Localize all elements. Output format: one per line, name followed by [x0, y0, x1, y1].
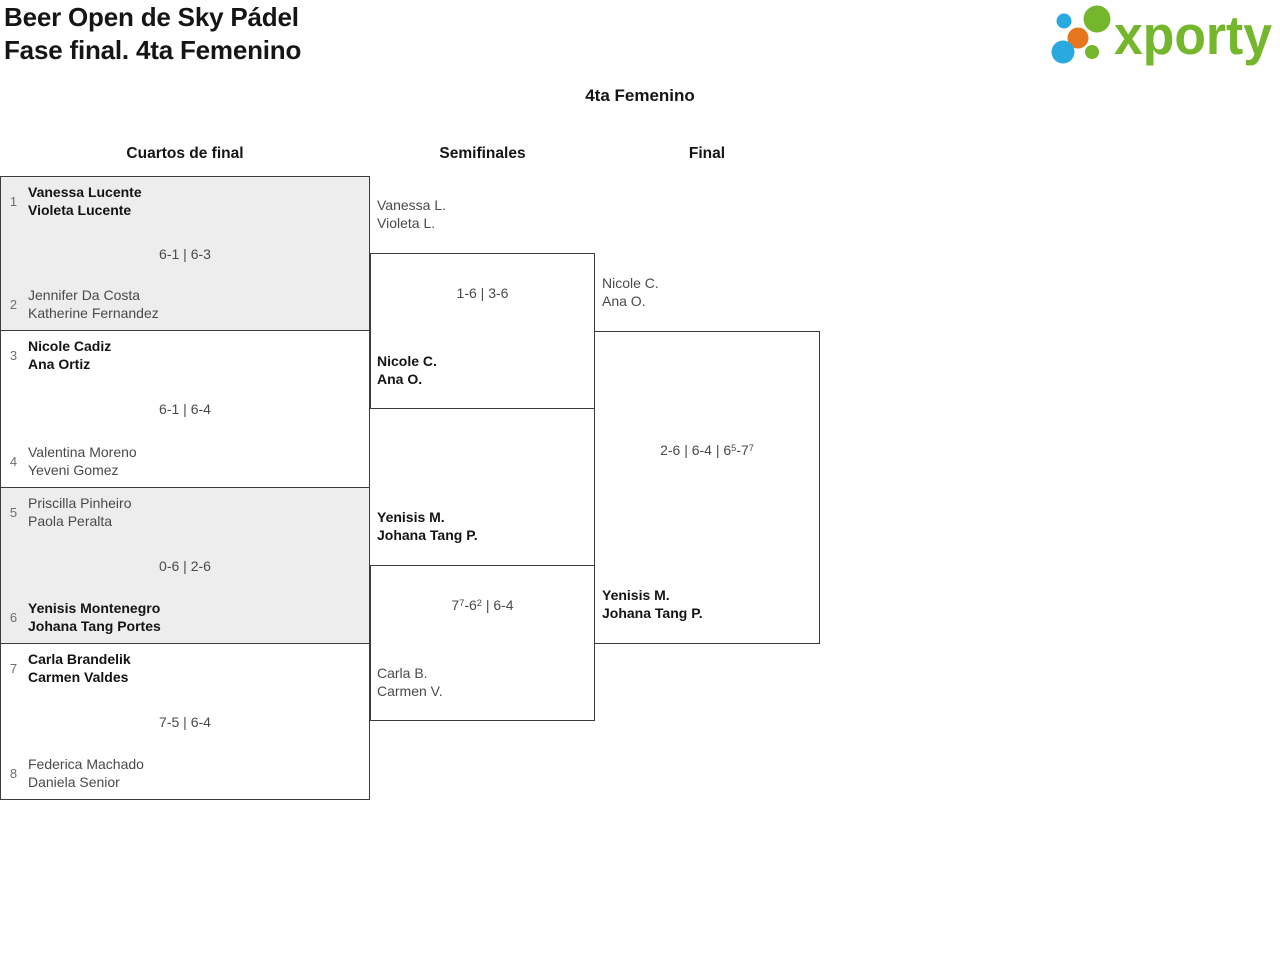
player-name: Violeta Lucente — [28, 201, 132, 218]
player-name: Ana O. — [377, 371, 423, 387]
team-names: Nicole Cadiz Ana Ortiz — [28, 338, 111, 373]
team-seed-6: 6 Yenisis Montenegro Johana Tang Portes — [8, 600, 161, 635]
round-header-quarterfinals: Cuartos de final — [126, 145, 244, 162]
player-name: Nicole Cadiz — [28, 338, 112, 354]
team-seed-7: 7 Carla Brandelik Carmen Valdes — [8, 651, 131, 686]
category-title: 4ta Femenino — [585, 86, 695, 105]
team-names: Valentina Moreno Yeveni Gomez — [28, 444, 137, 479]
player-name: Carla B. — [377, 665, 428, 681]
team-seed-8: 8 Federica Machado Daniela Senior — [8, 756, 144, 791]
team-seed-3: 3 Nicole Cadiz Ana Ortiz — [8, 338, 111, 373]
player-name: Valentina Moreno — [28, 444, 137, 460]
match-score: 6-1 | 6-3 — [159, 245, 211, 262]
logo-dot-green-large — [1083, 5, 1111, 33]
player-name: Carmen Valdes — [28, 668, 129, 685]
player-name: Nicole C. — [602, 275, 659, 291]
semifinal2-top-team: Yenisis M. Johana Tang P. — [377, 508, 478, 544]
player-name: Johana Tang P. — [602, 605, 703, 621]
match-quarterfinal-2[interactable]: 3 Nicole Cadiz Ana Ortiz 6-1 | 6-4 4 Val… — [0, 330, 370, 488]
player-name: Ana O. — [602, 293, 646, 309]
player-name: Ana Ortiz — [28, 355, 91, 372]
player-name: Yenisis Montenegro — [28, 600, 161, 616]
semifinal2-bottom-team: Carla B. Carmen V. — [377, 664, 443, 700]
player-name: Daniela Senior — [28, 773, 120, 790]
player-name: Paola Peralta — [28, 512, 113, 529]
seed-number: 3 — [9, 348, 18, 363]
player-name: Yenisis M. — [602, 587, 670, 603]
tournament-name: Beer Open de Sky Pádel — [4, 2, 299, 32]
player-name: Yenisis M. — [377, 509, 445, 525]
player-name: Vanessa Lucente — [28, 184, 142, 200]
seed-number: 5 — [9, 505, 18, 520]
player-name: Nicole C. — [377, 353, 437, 369]
player-name: Jennifer Da Costa — [28, 287, 141, 303]
player-name: Federica Machado — [28, 756, 144, 772]
player-name: Johana Tang Portes — [28, 617, 161, 634]
player-name: Violeta L. — [377, 215, 436, 231]
team-names: Yenisis Montenegro Johana Tang Portes — [28, 600, 161, 635]
logo-dot-blue-large — [1051, 40, 1075, 64]
phase-name: Fase final. 4ta Femenino — [4, 35, 302, 65]
match-score: 1-6 | 3-6 — [456, 285, 509, 301]
semifinal1-bottom-team: Nicole C. Ana O. — [377, 352, 437, 388]
logo-text: xporty — [1114, 4, 1272, 66]
semifinal1-top-team: Vanessa L. Violeta L. — [377, 196, 446, 232]
match-quarterfinal-1[interactable]: 1 Vanessa Lucente Violeta Lucente 6-1 | … — [0, 176, 370, 331]
final-top-team: Nicole C. Ana O. — [602, 274, 659, 310]
team-names: Priscilla Pinheiro Paola Peralta — [28, 495, 131, 530]
seed-number: 2 — [9, 297, 18, 312]
logo-dot-green-small — [1085, 45, 1099, 59]
player-name: Johana Tang P. — [377, 527, 478, 543]
seed-number: 6 — [9, 610, 18, 625]
player-name: Katherine Fernandez — [28, 304, 159, 321]
match-score: 7-5 | 6-4 — [159, 713, 211, 730]
match-final[interactable] — [594, 331, 820, 644]
team-seed-4: 4 Valentina Moreno Yeveni Gomez — [8, 444, 137, 479]
round-header-semifinals: Semifinales — [439, 145, 526, 162]
player-name: Yeveni Gomez — [28, 461, 119, 478]
player-name: Priscilla Pinheiro — [28, 495, 132, 511]
final-bottom-team: Yenisis M. Johana Tang P. — [602, 586, 703, 622]
logo-dot-orange — [1067, 27, 1089, 49]
team-names: Jennifer Da Costa Katherine Fernandez — [28, 287, 159, 322]
seed-number: 8 — [9, 766, 18, 781]
team-names: Federica Machado Daniela Senior — [28, 756, 144, 791]
team-seed-1: 1 Vanessa Lucente Violeta Lucente — [8, 184, 142, 219]
team-seed-5: 5 Priscilla Pinheiro Paola Peralta — [8, 495, 132, 530]
xporty-logo[interactable]: xporty — [1044, 0, 1276, 70]
seed-number: 1 — [9, 194, 18, 209]
match-score: 77-62 | 6-4 — [451, 597, 514, 613]
match-score: 0-6 | 2-6 — [159, 557, 211, 574]
match-score: 6-1 | 6-4 — [159, 401, 211, 417]
seed-number: 4 — [9, 454, 18, 469]
player-name: Carmen V. — [377, 683, 443, 699]
team-seed-2: 2 Jennifer Da Costa Katherine Fernandez — [8, 287, 159, 322]
team-names: Vanessa Lucente Violeta Lucente — [28, 184, 142, 219]
page-title: Beer Open de Sky Pádel Fase final. 4ta F… — [4, 1, 301, 67]
player-name: Vanessa L. — [377, 197, 447, 213]
player-name: Carla Brandelik — [28, 651, 131, 667]
team-names: Carla Brandelik Carmen Valdes — [28, 651, 131, 686]
seed-number: 7 — [9, 661, 18, 676]
match-quarterfinal-3[interactable]: 5 Priscilla Pinheiro Paola Peralta 0-6 |… — [0, 487, 370, 644]
round-header-final: Final — [688, 145, 726, 162]
match-score: 2-6 | 6-4 | 65-77 — [660, 442, 754, 458]
match-quarterfinal-4[interactable]: 7 Carla Brandelik Carmen Valdes 7-5 | 6-… — [0, 643, 370, 800]
logo-dot-blue-small — [1056, 13, 1072, 29]
